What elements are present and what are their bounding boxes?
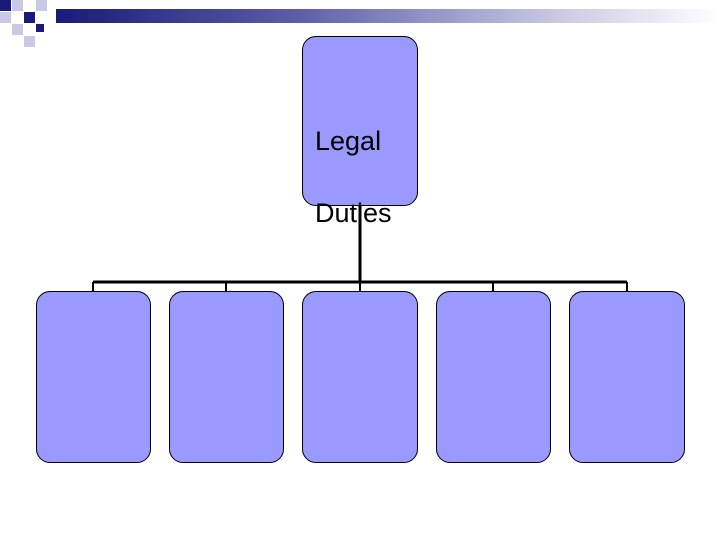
child-node-2[interactable] — [169, 291, 284, 463]
decorative-square — [24, 12, 35, 23]
decorative-square — [36, 24, 44, 32]
decorative-square — [12, 24, 23, 35]
root-node-legal-duties[interactable]: Legal Duties — [302, 36, 418, 228]
decorative-square — [24, 36, 35, 47]
child-node-5[interactable] — [569, 291, 685, 463]
child-node-3[interactable] — [302, 291, 418, 463]
decorative-square — [36, 0, 47, 11]
root-node-label: Legal Duties — [315, 87, 392, 267]
child-node-4[interactable] — [436, 291, 551, 463]
root-node-label-line-1: Legal — [315, 126, 382, 156]
decorative-square — [0, 0, 11, 11]
decorative-square — [0, 12, 11, 23]
header-gradient-bar — [56, 9, 720, 23]
decorative-square — [12, 0, 23, 11]
root-node-label-line-2: Duties — [315, 198, 392, 228]
child-node-1[interactable] — [36, 291, 151, 463]
